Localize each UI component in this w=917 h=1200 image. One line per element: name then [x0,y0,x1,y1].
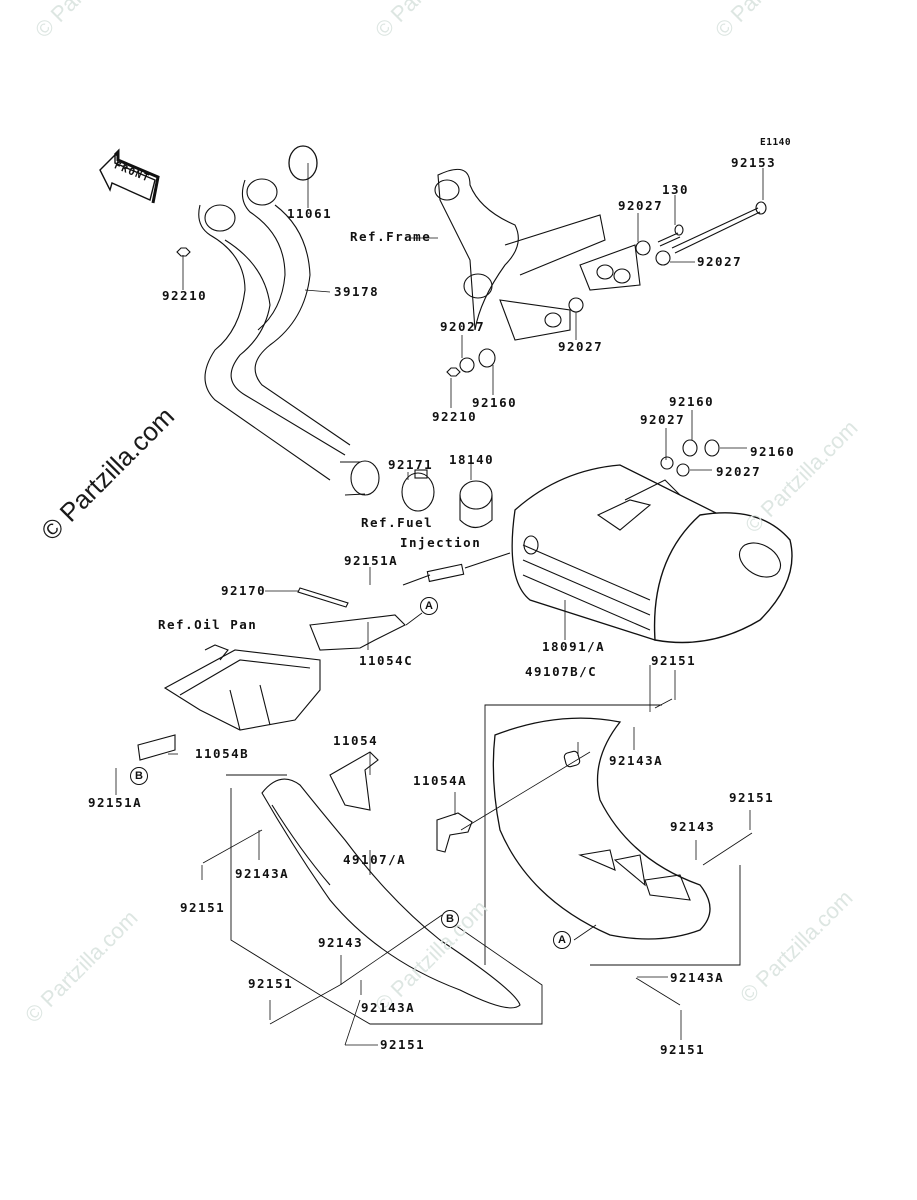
part-label[interactable]: 92153 [731,155,777,170]
part-label[interactable]: 92151 [729,790,775,805]
part-label[interactable]: 11054B [195,746,250,761]
part-label[interactable]: 92160 [750,444,796,459]
part-label[interactable]: 92027 [440,319,486,334]
part-label[interactable]: 92160 [472,395,518,410]
part-label[interactable]: 92143A [609,753,664,768]
part-label[interactable]: 92151 [248,976,294,991]
part-label[interactable]: 92170 [221,583,267,598]
part-label[interactable]: 92151A [344,553,399,568]
part-label[interactable]: 92151A [88,795,143,810]
part-label[interactable]: 92027 [716,464,762,479]
exhaust-pipe-39178[interactable] [198,178,380,496]
part-label[interactable]: 92027 [618,198,664,213]
oil-pan-ref [163,644,321,731]
part-label[interactable]: 92151 [380,1037,426,1052]
marker-a: A [420,597,438,615]
part-label[interactable]: 11054 [333,733,379,748]
frame-ref [434,168,641,341]
part-label[interactable]: 92151 [651,653,697,668]
part-label[interactable]: 92171 [388,457,434,472]
leader-lines [115,163,764,1046]
bolt-92153[interactable] [671,201,767,254]
diagram-code: E1140 [760,137,792,148]
part-label[interactable]: 92210 [432,409,478,424]
part-label[interactable]: 92143 [318,935,364,950]
nut-92210-left[interactable] [176,247,191,257]
bracket-11054b[interactable] [137,734,176,761]
part-label[interactable]: 39178 [334,284,380,299]
marker-b: B [441,910,459,928]
ref-oil-pan-label[interactable]: Ref.Oil Pan [158,617,258,632]
nut-92210-right[interactable] [446,367,461,377]
part-label[interactable]: 11054C [359,653,414,668]
marker-a: A [553,931,571,949]
ref-fuel-label[interactable]: Ref.Fuel [361,515,434,530]
sensor-fuel-injection[interactable] [402,552,511,586]
part-label[interactable]: 92210 [162,288,208,303]
heat-guard-49107bc[interactable] [492,717,711,940]
part-label[interactable]: 92143 [670,819,716,834]
ref-frame-label[interactable]: Ref.Frame [350,229,432,244]
ref-injection-label[interactable]: Injection [400,535,482,550]
marker-b: B [130,767,148,785]
part-label[interactable]: 49107/A [343,852,407,867]
bolt-130[interactable] [657,224,684,247]
part-label[interactable]: 92027 [558,339,604,354]
sleeve-18140[interactable] [459,480,493,529]
part-label[interactable]: 49107B/C [525,664,598,679]
part-label[interactable]: 92151 [660,1042,706,1057]
heat-guard-49107a[interactable] [261,778,521,1009]
clamp-92171[interactable] [401,469,435,512]
bracket-11054a[interactable] [436,812,473,853]
part-label[interactable]: 18091/A [542,639,606,654]
part-label[interactable]: 130 [662,182,690,197]
part-label[interactable]: 92143A [361,1000,416,1015]
muffler-18091a[interactable] [511,464,793,644]
gasket-11061[interactable] [288,145,318,181]
part-label[interactable]: 11061 [287,206,333,221]
part-label[interactable]: 92143A [235,866,290,881]
part-label[interactable]: 92027 [697,254,743,269]
part-label[interactable]: 92160 [669,394,715,409]
bracket-11054[interactable] [329,751,379,811]
front-arrow-icon [99,148,160,204]
part-label[interactable]: 92027 [640,412,686,427]
pin-92170[interactable] [297,587,349,608]
part-label[interactable]: 92151 [180,900,226,915]
part-label[interactable]: 18140 [449,452,495,467]
bracket-11054c[interactable] [309,614,406,651]
part-label[interactable]: 11054A [413,773,468,788]
part-label[interactable]: 92143A [670,970,725,985]
